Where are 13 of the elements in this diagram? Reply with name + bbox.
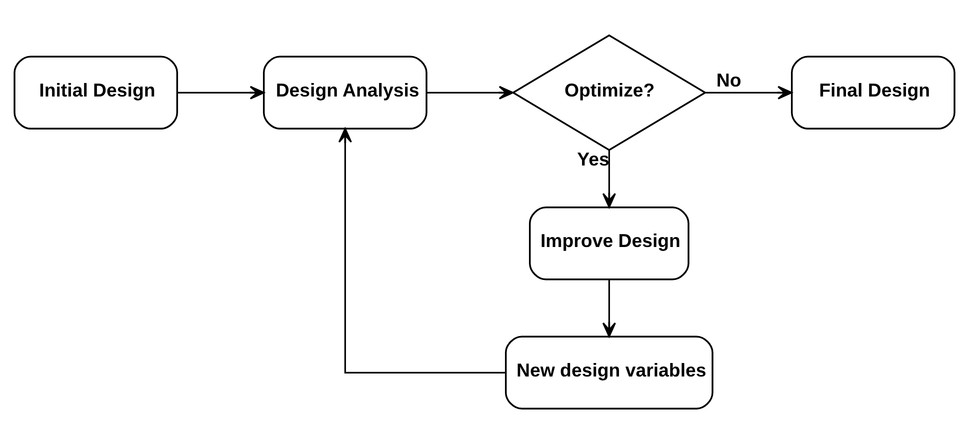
arrow: [177, 85, 265, 99]
edge-label: No: [716, 68, 742, 90]
node-box: Initial Design: [14, 55, 178, 130]
node-box: Improve Design: [528, 206, 690, 280]
node-box: New design variables: [504, 335, 714, 410]
arrow: [705, 85, 792, 99]
arrow: [426, 85, 514, 99]
arrow: [338, 127, 506, 373]
node-box: Final Design: [790, 55, 956, 130]
arrow: [602, 278, 616, 337]
node-box: Design Analysis: [262, 55, 428, 130]
arrow: [602, 150, 616, 208]
node-diamond: Optimize?: [511, 34, 707, 151]
